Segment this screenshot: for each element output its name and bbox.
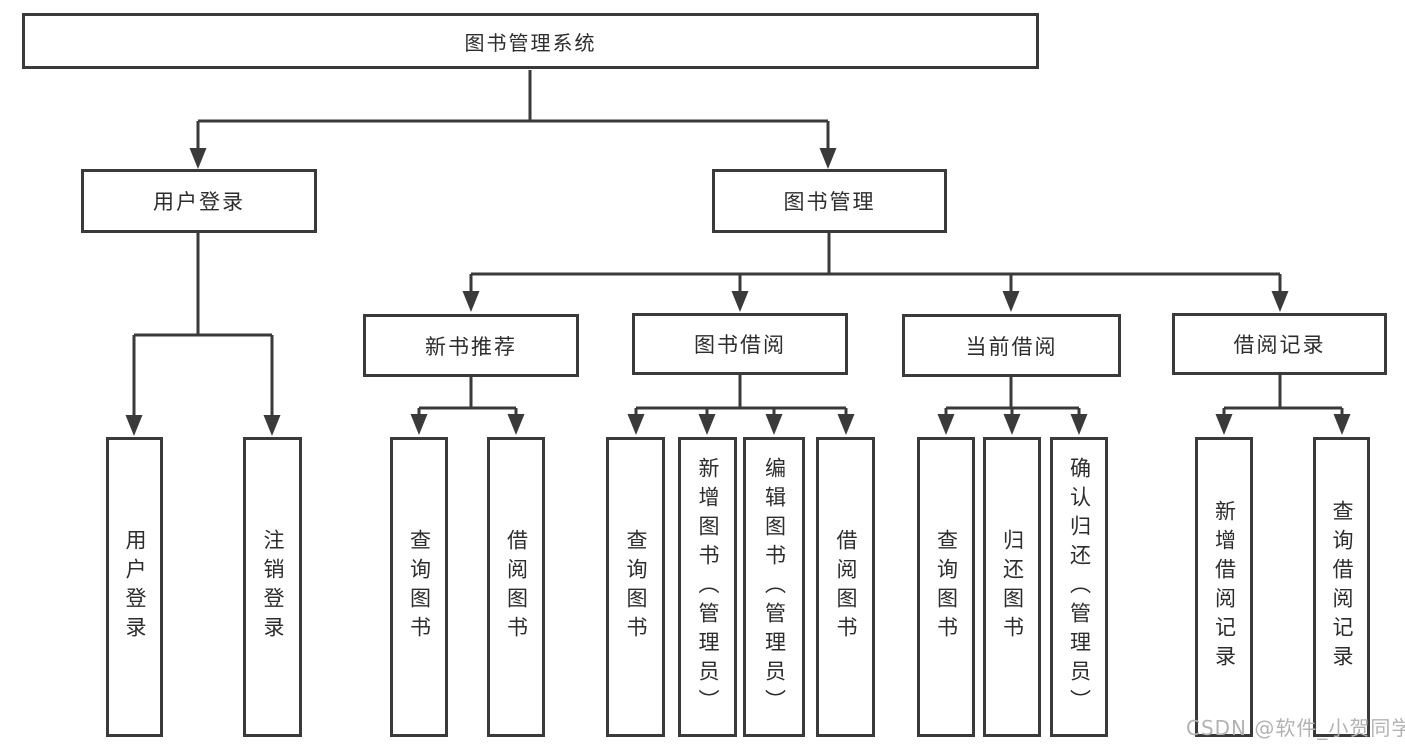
leaf-borrow-books: 借阅图书 [816,437,875,737]
node-current-borrowing: 当前借阅 [902,314,1121,377]
arrowhead [125,415,143,436]
arrowhead [627,414,645,435]
node-label: 借阅记录 [1233,333,1326,357]
arrowhead [698,414,716,435]
arrowhead [819,148,837,169]
node-new-book-recommend: 新书推荐 [363,314,579,377]
node-label: 借阅图书 [834,529,859,645]
leaf-query-books-recommend: 查询图书 [390,437,448,737]
connector-newbook-to-children [410,377,525,435]
arrowhead [1003,414,1021,435]
leaf-add-borrow-record: 新增借阅记录 [1195,437,1253,737]
node-label: 新增图书（管理员） [696,456,721,718]
leaf-query-books-borrow: 查询图书 [606,437,665,737]
node-label: 查询图书 [407,529,432,645]
leaf-logout: 注销登录 [243,437,302,737]
arrowhead [189,148,207,169]
node-label: 查询图书 [934,529,959,645]
node-label: 图书管理 [783,190,876,214]
leaf-query-books-current: 查询图书 [917,437,975,737]
node-label: 用户登录 [153,190,245,214]
node-label: 当前借阅 [965,334,1058,359]
node-book-borrowing: 图书借阅 [632,313,848,375]
leaf-user-login: 用户登录 [106,437,163,737]
connector-login-to-children [125,232,281,436]
csdn-watermark: CSDN @软件_小贺同学 [1186,716,1405,740]
node-borrow-records: 借阅记录 [1172,313,1387,375]
arrowhead [1215,414,1233,435]
node-label: 查询图书 [624,529,649,645]
node-label: 借阅图书 [504,529,529,645]
arrowhead [1333,414,1351,435]
connector-records-to-children [1215,375,1351,435]
leaf-edit-books-admin: 编辑图书（管理员） [743,437,805,737]
arrowhead [1271,291,1289,312]
arrowhead [1002,291,1020,312]
arrowhead [263,415,281,436]
arrowhead [410,414,428,435]
node-root-library-system: 图书管理系统 [22,13,1039,69]
connector-mgmt-to-level3 [462,233,1289,312]
node-label: 图书借阅 [694,333,786,357]
leaf-add-books-admin: 新增图书（管理员） [678,437,737,737]
node-label: 用户登录 [123,529,148,645]
node-label: 新书推荐 [425,334,517,359]
node-label: 注销登录 [261,529,286,645]
arrowhead [837,414,855,435]
arrowhead [937,414,955,435]
connector-root-to-level2 [189,70,837,169]
node-label: 确认归还（管理员） [1067,456,1092,718]
leaf-query-borrow-record: 查询借阅记录 [1313,437,1370,737]
arrowhead [765,414,783,435]
node-label: 查询借阅记录 [1330,500,1355,674]
arrowhead [1070,414,1088,435]
node-label: 归还图书 [1000,529,1025,645]
leaf-return-books: 归还图书 [983,437,1041,737]
connector-borrow-to-children [627,375,855,435]
leaf-confirm-return-admin: 确认归还（管理员） [1050,437,1108,737]
node-label: 编辑图书（管理员） [762,456,787,718]
node-user-login: 用户登录 [81,169,317,233]
arrowhead [462,291,480,312]
node-label: 图书管理系统 [464,30,597,55]
arrowhead [507,414,525,435]
connector-current-to-children [937,377,1088,435]
node-book-management: 图书管理 [712,169,947,233]
leaf-borrow-books-recommend: 借阅图书 [487,437,545,737]
node-label: 新增借阅记录 [1212,500,1237,674]
arrowhead [731,291,749,312]
